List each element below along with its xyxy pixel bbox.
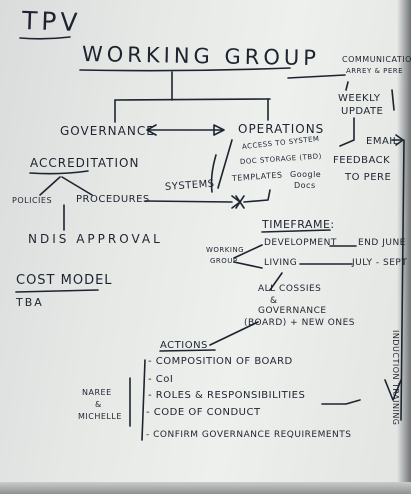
induction-training-label: INDUCTION TRAINING xyxy=(391,330,400,426)
action-item-1: - COMPOSITION OF BOARD xyxy=(148,356,293,367)
timeframe-label: TIMEFRAME: xyxy=(262,218,335,231)
michelle-label: MICHELLE xyxy=(78,412,122,421)
governance-label: GOVERNANCE xyxy=(60,124,155,138)
cost-model-underline xyxy=(15,289,99,293)
title-underline xyxy=(19,36,71,40)
ops-to-systems xyxy=(217,139,233,189)
actions-brace xyxy=(141,359,146,441)
arrowhead-email xyxy=(395,134,404,146)
action-item-2: - CoI xyxy=(148,374,174,385)
governance-board-label: GOVERNANCE xyxy=(258,306,327,316)
action-item-3: - ROLES & RESPONSIBILITIES xyxy=(148,390,306,401)
comm-right-line xyxy=(391,89,395,111)
cost-model-value: TBA xyxy=(16,296,44,309)
ampersand-label: & xyxy=(270,296,278,306)
development-label: DEVELOPMENT xyxy=(264,238,337,248)
gov-to-actions xyxy=(209,321,259,346)
timeframe-underline xyxy=(261,229,331,233)
all-cossies-label: ALL COSSIES xyxy=(258,284,322,294)
working-group-small-line1: WORKING xyxy=(206,246,245,254)
working-group-link2 xyxy=(233,261,263,269)
operations-label: OPERATIONS xyxy=(238,122,325,136)
branch-line xyxy=(114,98,271,101)
action-item-5: - CONFIRM GOVERNANCE REQUIREMENTS xyxy=(146,430,352,440)
policies-label: POLICIES xyxy=(12,196,53,205)
docs-label: Docs xyxy=(294,181,316,190)
weekly-arrow xyxy=(339,117,355,147)
accreditation-to-policies xyxy=(39,176,61,196)
action-item-4: - CODE OF CONDUCT xyxy=(146,407,261,418)
actions-heading: ACTIONS xyxy=(160,340,208,351)
systems-arrowhead-lower xyxy=(235,195,245,209)
arrowhead-left xyxy=(146,124,157,136)
cost-model-label: COST MODEL xyxy=(16,273,113,288)
weekly-label: WEEKLY xyxy=(338,93,381,104)
board-new-ones-label: (BOARD) + NEW ONES xyxy=(244,318,355,328)
actions-underline xyxy=(159,349,216,352)
procedures-label: PROCEDURES xyxy=(76,194,150,205)
communication-label-line1: COMMUNICATION xyxy=(342,55,411,64)
comm-link xyxy=(287,74,346,79)
systems-brace xyxy=(210,154,217,193)
google-label: Google xyxy=(290,170,322,179)
end-june-label: END JUNE xyxy=(358,238,406,248)
page-title: TPV xyxy=(21,6,82,38)
to-pere-label: TO PERE xyxy=(345,172,392,183)
arrowhead-systems xyxy=(231,195,241,209)
working-group-underline xyxy=(79,67,291,72)
accreditation-label: ACCREDITATION xyxy=(30,156,140,170)
communication-label-line2: ARREY & PERE xyxy=(346,67,404,75)
working-group-small-line2: GROUP xyxy=(210,257,238,265)
update-label: UPDATE xyxy=(341,106,384,117)
naree-ampersand: & xyxy=(95,400,102,409)
induction-arrowhead xyxy=(384,379,402,401)
email-label: EMAIL xyxy=(366,136,399,147)
working-group-link xyxy=(233,244,263,259)
arrowhead-right xyxy=(213,124,225,136)
paper-bottom-edge xyxy=(0,482,411,494)
working-group-heading: WORKING GROUP xyxy=(81,42,321,71)
right-vertical-line xyxy=(400,139,405,421)
paper-edge-shadow xyxy=(397,0,411,494)
living-to-cossies xyxy=(269,272,283,291)
feedback-label: FEEDBACK xyxy=(333,155,391,166)
july-sept-label: JULY - SEPT xyxy=(352,258,408,268)
accreditation-to-procedures xyxy=(61,176,93,196)
accreditation-underline xyxy=(29,170,89,175)
systems-right-line xyxy=(243,189,271,203)
conduct-arrow xyxy=(321,399,361,405)
systems-to-procedures xyxy=(144,200,233,203)
naree-label: NAREE xyxy=(82,388,112,397)
living-label: LIVING xyxy=(264,258,298,268)
ndis-approval-label: NDIS APPROVAL xyxy=(28,232,163,246)
comm-drop xyxy=(345,81,349,91)
